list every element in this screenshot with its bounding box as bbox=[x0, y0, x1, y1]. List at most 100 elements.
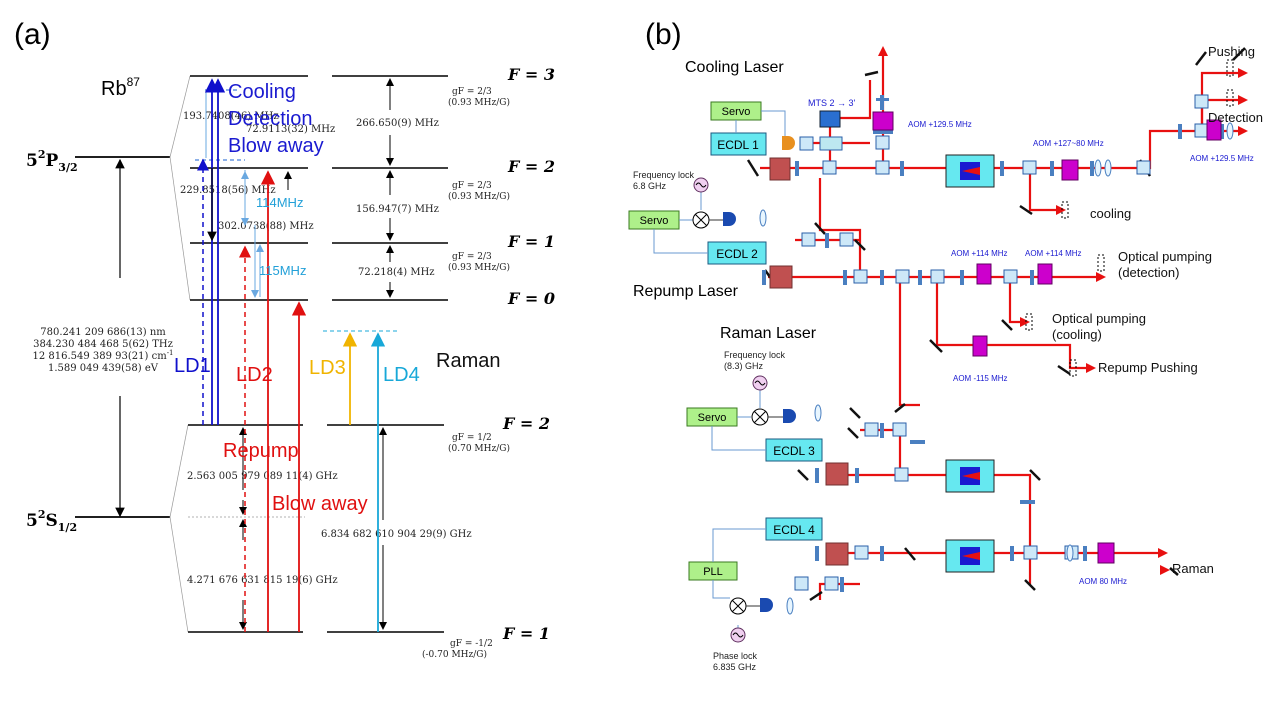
annotations: Cooling Detection Blow away 114MHz 115MH… bbox=[174, 81, 500, 515]
svg-text:(-0.70 MHz/G): (-0.70 MHz/G) bbox=[422, 649, 487, 660]
waveplates bbox=[762, 95, 1224, 592]
mts-ref-cell bbox=[819, 136, 843, 151]
beam-arrowheads bbox=[878, 46, 1248, 575]
transition-info: 780.241 209 686(13) nm 384.230 484 468 5… bbox=[32, 327, 173, 374]
cooling-output: cooling bbox=[1090, 206, 1131, 221]
svg-text:(cooling): (cooling) bbox=[1052, 327, 1102, 342]
panel-b-label: (b) bbox=[645, 18, 682, 51]
svg-text:(8.3) GHz: (8.3) GHz bbox=[724, 361, 764, 371]
op-detection-output: Optical pumping bbox=[1118, 249, 1212, 264]
svg-text:ECDL 3: ECDL 3 bbox=[773, 444, 815, 458]
ld2-label: LD2 bbox=[236, 364, 273, 386]
lenses bbox=[759, 122, 1234, 615]
ecdl1-box bbox=[710, 132, 767, 156]
f2-f1-splitting: 156.947(7) MHz bbox=[356, 204, 439, 215]
beamsplitters bbox=[794, 94, 1209, 591]
svg-text:PLL: PLL bbox=[703, 566, 723, 578]
photodetectors bbox=[723, 136, 796, 612]
svg-text:gF = 2/3: gF = 2/3 bbox=[452, 252, 492, 262]
frequency-text: 384.230 484 468 5(62) THz bbox=[33, 339, 173, 350]
oscillators bbox=[693, 177, 768, 643]
repump-laser-title: Repump Laser bbox=[633, 283, 739, 300]
ground-f1-label: F = 1 bbox=[502, 624, 550, 643]
g-factors: gF = 2/3(0.93 MHz/G) gF = 2/3(0.93 MHz/G… bbox=[422, 87, 510, 660]
blow-away-annotation: Blow away bbox=[228, 135, 324, 157]
laser-arrows bbox=[197, 78, 398, 632]
upper-f2-offset: 229.8518(56) MHz bbox=[180, 185, 276, 196]
raman-output: Raman bbox=[1172, 561, 1214, 576]
ground-upper-offset: 2.563 005 979 089 11(4) GHz bbox=[187, 471, 338, 482]
raman-laser-title: Raman Laser bbox=[720, 325, 817, 342]
laser-heads bbox=[769, 157, 849, 566]
svg-text:(0.93 MHz/G): (0.93 MHz/G) bbox=[448, 262, 510, 273]
detuning-markers bbox=[195, 89, 264, 298]
svg-text:gF = 1/2: gF = 1/2 bbox=[452, 433, 492, 443]
op-cooling-output: Optical pumping bbox=[1052, 311, 1146, 326]
wavelength-text: 780.241 209 686(13) nm bbox=[40, 327, 166, 338]
aom4-label: AOM +114 MHz bbox=[951, 249, 1008, 258]
upper-f3-offset: 193.7408(46) MHz bbox=[183, 111, 279, 122]
wavenumber-text: 12 816.549 389 93(21) cm-1 bbox=[32, 349, 173, 362]
svg-text:6.8 GHz: 6.8 GHz bbox=[633, 181, 667, 191]
ground-splitting: 6.834 682 610 904 29(9) GHz bbox=[321, 529, 472, 540]
ld4-label: LD4 bbox=[383, 364, 420, 386]
detection-output: Detection bbox=[1208, 110, 1263, 125]
f1-label: F = 1 bbox=[507, 232, 555, 251]
fan-lines bbox=[169, 75, 305, 633]
f-labels: F = 3 F = 2 F = 1 F = 0 F = 2 F = 1 bbox=[502, 65, 555, 643]
aom3-label: AOM +129.5 MHz bbox=[1190, 154, 1254, 163]
f3-label: F = 3 bbox=[507, 65, 555, 84]
mts-cell bbox=[819, 110, 841, 128]
s-state-label: 52S1/2 bbox=[26, 508, 77, 534]
servo-connections bbox=[653, 110, 786, 640]
mhz114-annotation: 114MHz bbox=[256, 195, 303, 210]
cooling-laser-title: Cooling Laser bbox=[685, 59, 784, 76]
aom-labels: AOM +129.5 MHz AOM +127~80 MHz AOM +129.… bbox=[908, 120, 1254, 586]
splitting-arrows bbox=[239, 78, 394, 630]
beam-paths bbox=[760, 50, 1240, 600]
output-labels: Pushing Detection cooling Optical pumpin… bbox=[1052, 44, 1263, 576]
output-boxes bbox=[1025, 59, 1234, 377]
mixer-links bbox=[709, 219, 783, 607]
svg-text:Servo: Servo bbox=[640, 215, 669, 227]
panel-a-label: (a) bbox=[14, 18, 51, 51]
svg-text:gF = -1/2: gF = -1/2 bbox=[450, 639, 493, 649]
blow-away-repump-annotation: Blow away bbox=[272, 493, 368, 515]
raman-annotation: Raman bbox=[436, 350, 500, 372]
f0-label: F = 0 bbox=[507, 289, 555, 308]
mhz115-annotation: 115MHz bbox=[259, 263, 306, 278]
svg-text:gF = 2/3: gF = 2/3 bbox=[452, 87, 492, 97]
hyperfine-levels bbox=[188, 75, 448, 633]
svg-text:6.835 GHz: 6.835 GHz bbox=[713, 662, 757, 672]
svg-text:Frequency lock: Frequency lock bbox=[724, 350, 786, 360]
svg-text:Servo: Servo bbox=[698, 412, 727, 424]
mts-label: MTS 2 → 3' bbox=[808, 98, 856, 108]
svg-text:ECDL 4: ECDL 4 bbox=[773, 523, 815, 537]
servo-boxes: Servo Servo Servo PLL bbox=[628, 101, 762, 581]
svg-text:Phase lock: Phase lock bbox=[713, 651, 758, 661]
panel-b: (b) Cooling Laser Repump Laser Raman Las… bbox=[628, 18, 1263, 672]
isolators bbox=[945, 154, 995, 573]
svg-text:(0.70 MHz/G): (0.70 MHz/G) bbox=[448, 443, 510, 454]
svg-text:gF = 2/3: gF = 2/3 bbox=[452, 181, 492, 191]
ld1-label: LD1 bbox=[174, 355, 211, 377]
ecdl-boxes: ECDL 1 ECDL 2 ECDL 3 ECDL 4 bbox=[707, 132, 823, 541]
repump-annotation: Repump bbox=[223, 440, 299, 462]
upper-f3-offset-b: 72.9113(32) MHz bbox=[246, 124, 335, 135]
splitting-labels: 266.650(9) MHz 156.947(7) MHz 72.218(4) … bbox=[180, 111, 472, 586]
ground-f2-label: F = 2 bbox=[502, 414, 550, 433]
aom7-label: AOM 80 MHz bbox=[1079, 577, 1127, 586]
lock-labels: Frequency lock 6.8 GHz Frequency lock (8… bbox=[633, 170, 786, 672]
detection-annotation: Detection bbox=[228, 108, 313, 130]
element-label: Rb87 bbox=[101, 75, 140, 100]
svg-text:Frequency lock: Frequency lock bbox=[633, 170, 695, 180]
mixers bbox=[692, 211, 769, 615]
cooling-annotation: Cooling bbox=[228, 81, 296, 103]
pushing-output: Pushing bbox=[1208, 44, 1255, 59]
aom2-label: AOM +127~80 MHz bbox=[1033, 139, 1104, 148]
p-state-label: 52P3/2 bbox=[26, 148, 78, 174]
f3-f2-splitting: 266.650(9) MHz bbox=[356, 118, 439, 129]
repump-pushing-output: Repump Pushing bbox=[1098, 360, 1198, 375]
f1-f0-splitting: 72.218(4) MHz bbox=[358, 267, 435, 278]
panel-a: (a) Rb87 52P3/2 52S1/2 780.241 209 686(1… bbox=[14, 18, 555, 660]
